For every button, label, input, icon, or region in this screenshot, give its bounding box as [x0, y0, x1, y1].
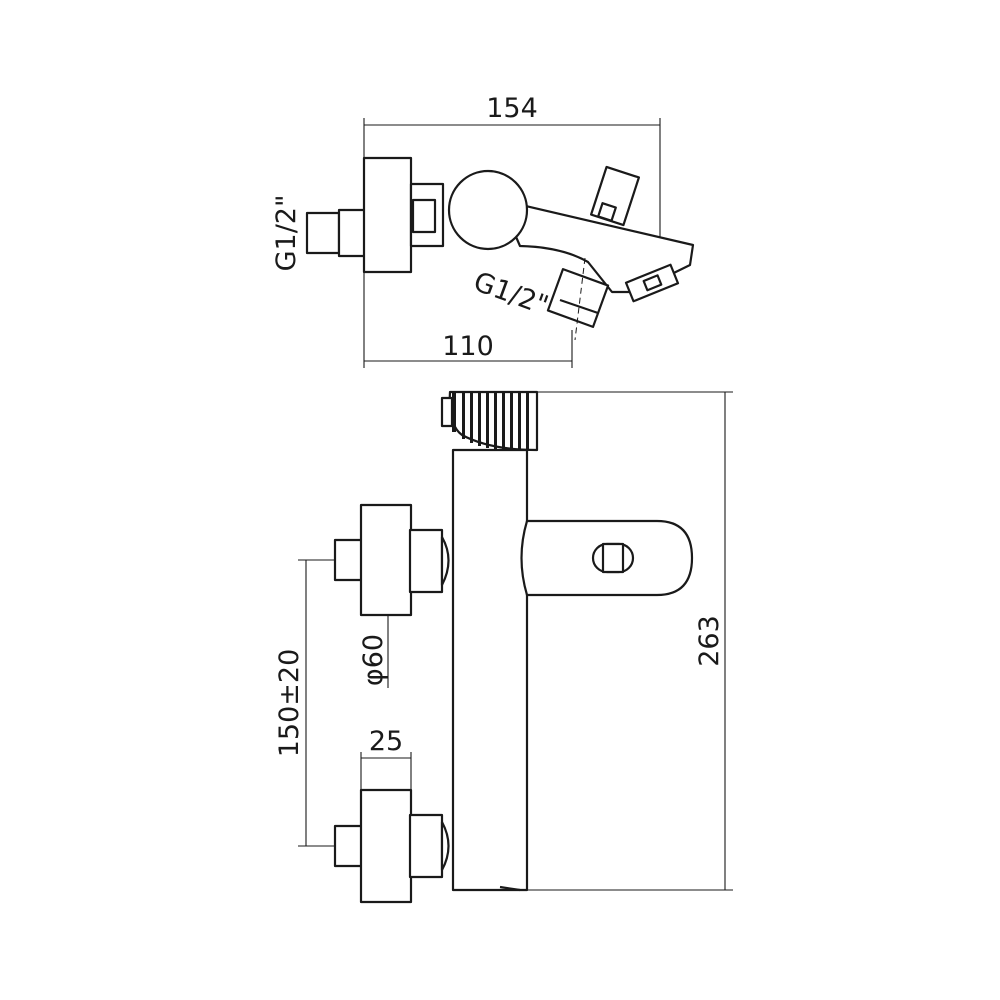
inlet-thread-label: G1/2"	[271, 195, 302, 272]
center-distance-label: 150±20	[274, 649, 305, 758]
knurled-cap	[440, 390, 539, 452]
nut-label: 25	[369, 726, 403, 757]
top-view: 154 G1/2" G1/2"	[271, 93, 695, 368]
upper-connector	[333, 503, 450, 617]
depth-label: 110	[442, 331, 494, 362]
front-spout	[520, 519, 694, 597]
top-inlet-connector	[305, 156, 445, 274]
flange-label: φ60	[358, 634, 389, 686]
height-label: 263	[694, 615, 725, 667]
depth-dimension: 110	[363, 272, 573, 368]
width-dimension: 154	[363, 93, 661, 275]
center-distance-dimension: 150±20	[274, 559, 335, 847]
mixer-body	[451, 448, 529, 892]
front-view: 263 150±20 φ60 25	[274, 390, 733, 904]
width-label: 154	[486, 93, 538, 124]
nut-dimension: 25	[360, 726, 412, 790]
top-lever-knob	[447, 169, 529, 251]
flange-dimension: φ60	[358, 615, 389, 688]
top-spout	[447, 165, 695, 341]
lower-connector	[333, 788, 450, 904]
height-dimension: 263	[527, 391, 733, 891]
outlet-thread-label: G1/2"	[470, 266, 553, 321]
